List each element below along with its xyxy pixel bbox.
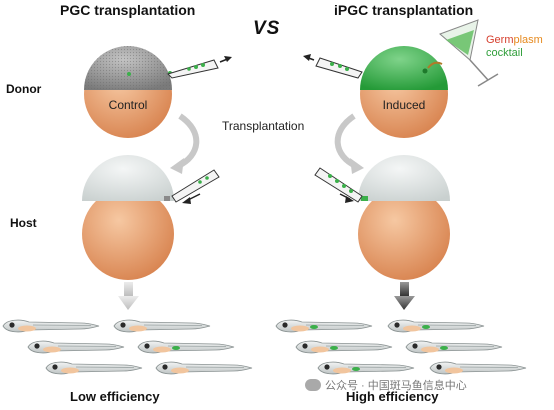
larvae-group-right: [275, 319, 527, 375]
efficiency-high: High efficiency: [346, 389, 439, 404]
larva-icon: [155, 361, 253, 375]
watermark: 公众号 · 中国斑马鱼信息中心: [305, 377, 467, 393]
transfer-needle-icon: [314, 167, 363, 203]
larva-icon: [387, 319, 485, 333]
germplasm-word-part2: plasm: [513, 34, 543, 46]
larva-icon: [317, 361, 415, 375]
transplantation-label: Transplantation: [222, 119, 305, 133]
cocktail-glass-icon: [427, 19, 499, 87]
host-embryo-left: [82, 155, 174, 280]
efficiency-low: Low efficiency: [70, 389, 160, 404]
curved-arrow-icon: [334, 113, 364, 174]
germplasm-word-part1: Germ: [486, 34, 514, 46]
title-pgc: PGC transplantation: [60, 2, 196, 18]
down-arrow-icon: [394, 282, 415, 310]
down-arrow-icon: [118, 282, 139, 310]
larva-icon: [113, 319, 211, 333]
transfer-needle-icon: [171, 169, 220, 204]
chat-bubble-icon: [305, 379, 321, 391]
larva-icon: [45, 361, 143, 375]
embryo-label-induced: Induced: [382, 98, 426, 112]
cocktail-word: cocktail: [486, 47, 523, 59]
transfer-needle-icon: [167, 56, 232, 79]
larva-icon: [27, 340, 125, 354]
curved-arrow-icon: [170, 113, 200, 174]
transfer-needle-icon: [303, 54, 363, 79]
vs-label: VS: [253, 18, 281, 39]
donor-induced-embryo: [360, 46, 448, 138]
larvae-group-left: [2, 319, 253, 375]
germplasm-cocktail-label: Germplasm cocktail: [486, 34, 543, 60]
larva-icon: [275, 319, 373, 333]
larva-icon: [405, 340, 503, 354]
larva-icon: [429, 361, 527, 375]
title-ipgc: iPGC transplantation: [334, 2, 474, 18]
larva-icon: [295, 340, 393, 354]
row-label-host: Host: [10, 216, 37, 230]
row-label-donor: Donor: [6, 82, 42, 96]
embryo-label-control: Control: [108, 98, 148, 112]
larva-icon: [137, 340, 235, 354]
donor-control-embryo: [84, 46, 172, 138]
watermark-text: 公众号 · 中国斑马鱼信息中心: [325, 380, 467, 392]
larva-icon: [2, 319, 100, 333]
host-embryo-right: [358, 155, 450, 280]
